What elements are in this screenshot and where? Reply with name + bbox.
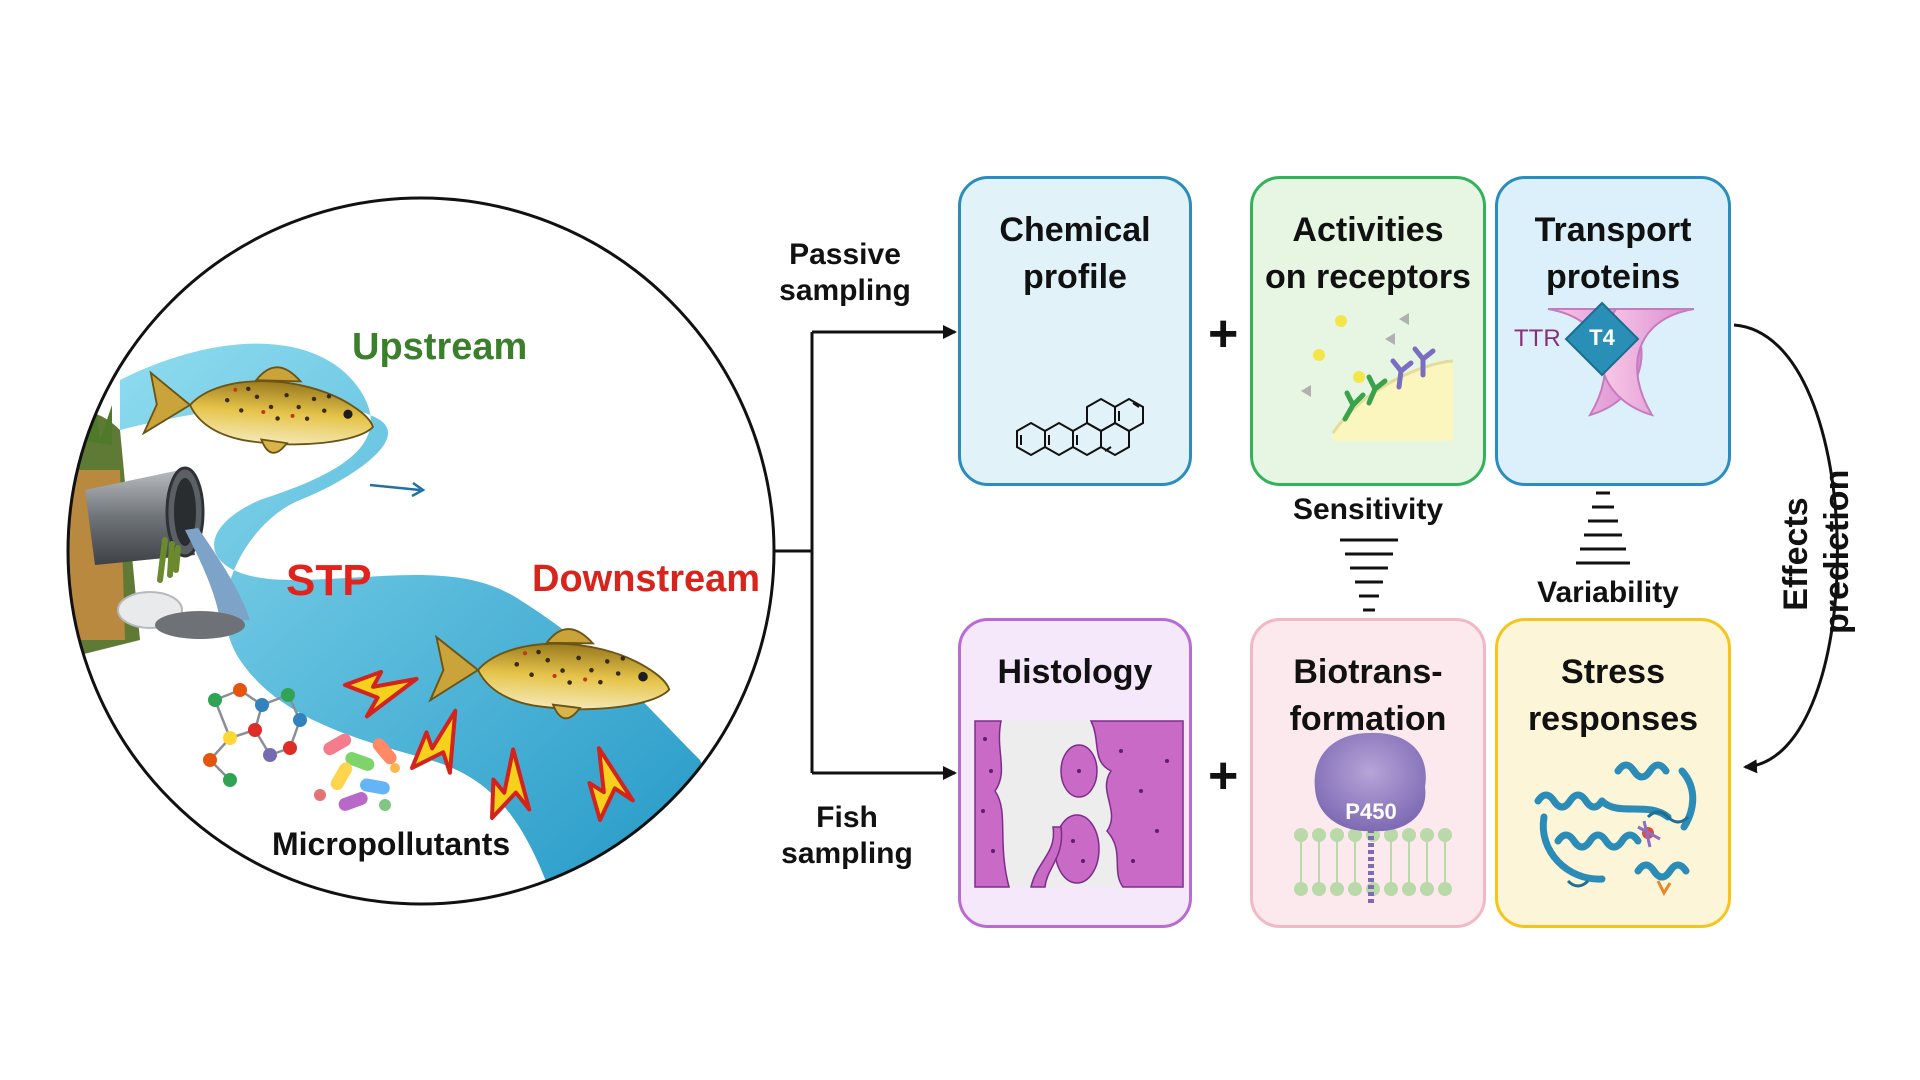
cell-receptor-illustration <box>1301 313 1454 441</box>
effects-line2: prediction <box>1817 469 1856 634</box>
biotransformation-title-2: formation <box>1289 700 1447 738</box>
pill-cluster <box>314 733 400 811</box>
effects-line1: Effects <box>1777 497 1815 611</box>
effects-arrow <box>1733 323 1839 774</box>
transport-proteins-title-2: proteins <box>1545 258 1681 296</box>
plus-sign-top: + <box>1208 305 1239 363</box>
plus-sign-bottom: + <box>1208 747 1239 805</box>
effects-prediction-label: Effects prediction <box>1776 469 1860 634</box>
molecule-cluster <box>203 683 307 787</box>
downstream-label: Downstream <box>532 558 761 600</box>
upstream-label: Upstream <box>352 326 528 368</box>
transport-proteins-title-1: Transport <box>1534 211 1692 249</box>
t4-label: T4 <box>1589 325 1615 350</box>
ttr-label: TTR <box>1514 325 1561 352</box>
passive-sampling-label: Passive sampling <box>770 237 920 309</box>
biotransformation-title-1: Biotrans- <box>1293 653 1443 691</box>
stp-label: STP <box>286 556 372 605</box>
river <box>120 343 760 904</box>
transport-proteins-box: Transport proteins TTR T4 <box>1495 176 1731 486</box>
histology-title: Histology <box>997 653 1153 691</box>
sensitivity-label: Sensitivity <box>1292 493 1444 526</box>
histology-box: Histology <box>958 618 1192 928</box>
micropollutants-label: Micropollutants <box>272 826 511 862</box>
p450-membrane-illustration <box>1294 732 1452 903</box>
stress-responses-box: Stress responses <box>1495 618 1731 928</box>
p450-label: P450 <box>1345 799 1397 824</box>
flow-arrow <box>369 483 421 492</box>
protein-structure-illustration <box>1534 761 1697 897</box>
receptor-activities-title-1: Activities <box>1292 211 1444 249</box>
stress-responses-title-2: responses <box>1527 700 1699 738</box>
stp-pipe <box>85 466 250 639</box>
fish-sampling-line1: Fish <box>816 801 878 834</box>
variability-label: Variability <box>1537 576 1679 609</box>
chemical-profile-title-1: Chemical <box>999 211 1151 249</box>
fish-sampling-label: Fish sampling <box>772 800 922 872</box>
receptor-activities-box: Activities on receptors <box>1250 176 1486 486</box>
passive-sampling-line1: Passive <box>789 238 901 271</box>
fish-sampling-line2: sampling <box>781 837 913 870</box>
river-scene <box>68 198 774 904</box>
receptor-activities-title-2: on receptors <box>1265 258 1471 296</box>
histology-image <box>974 720 1184 888</box>
chemical-profile-box: Chemical profile <box>958 176 1192 486</box>
sensitivity-bars <box>1340 538 1398 612</box>
branch-connector <box>774 325 957 780</box>
stress-responses-title-1: Stress <box>1561 653 1665 691</box>
ttr-t4-illustration <box>1547 301 1695 417</box>
variability-bars <box>1576 491 1630 565</box>
chemical-profile-title-2: profile <box>1023 258 1127 296</box>
benzopyrene-structure <box>1016 397 1144 457</box>
passive-sampling-line2: sampling <box>779 274 911 307</box>
biotransformation-box: Biotrans- formation P450 <box>1250 618 1486 928</box>
